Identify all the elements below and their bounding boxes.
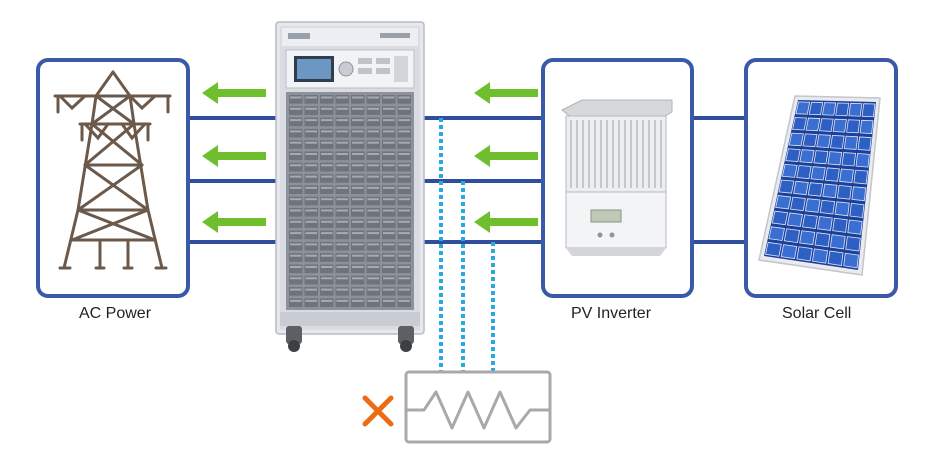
arrow-left-1 [202,82,266,104]
solar-panel-icon [758,95,881,276]
transmission-tower-icon [53,70,172,270]
arrow-left-3 [202,211,266,233]
ac-power-label: AC Power [79,305,152,322]
arrow-right-2 [474,145,538,167]
arrow-left-2 [202,145,266,167]
arrow-right-3 [474,211,538,233]
resistive-load-icon [406,390,550,430]
pv-inverter-icon [561,99,673,256]
solar-panel-cells [765,101,876,269]
disconnect-cross-icon [362,395,394,427]
inverter-cooling-fins [570,120,662,188]
solar-cell-label: Solar Cell [782,305,852,322]
dotted-load-lines [439,118,495,372]
grid-simulator-cabinet-icon [275,21,425,352]
arrow-right-1 [474,82,538,104]
arrows-to-grid [202,82,266,233]
arrows-from-inverter [474,82,538,233]
cabinet-vent-rows [289,95,411,307]
pv-inverter-label: PV Inverter [571,305,652,322]
